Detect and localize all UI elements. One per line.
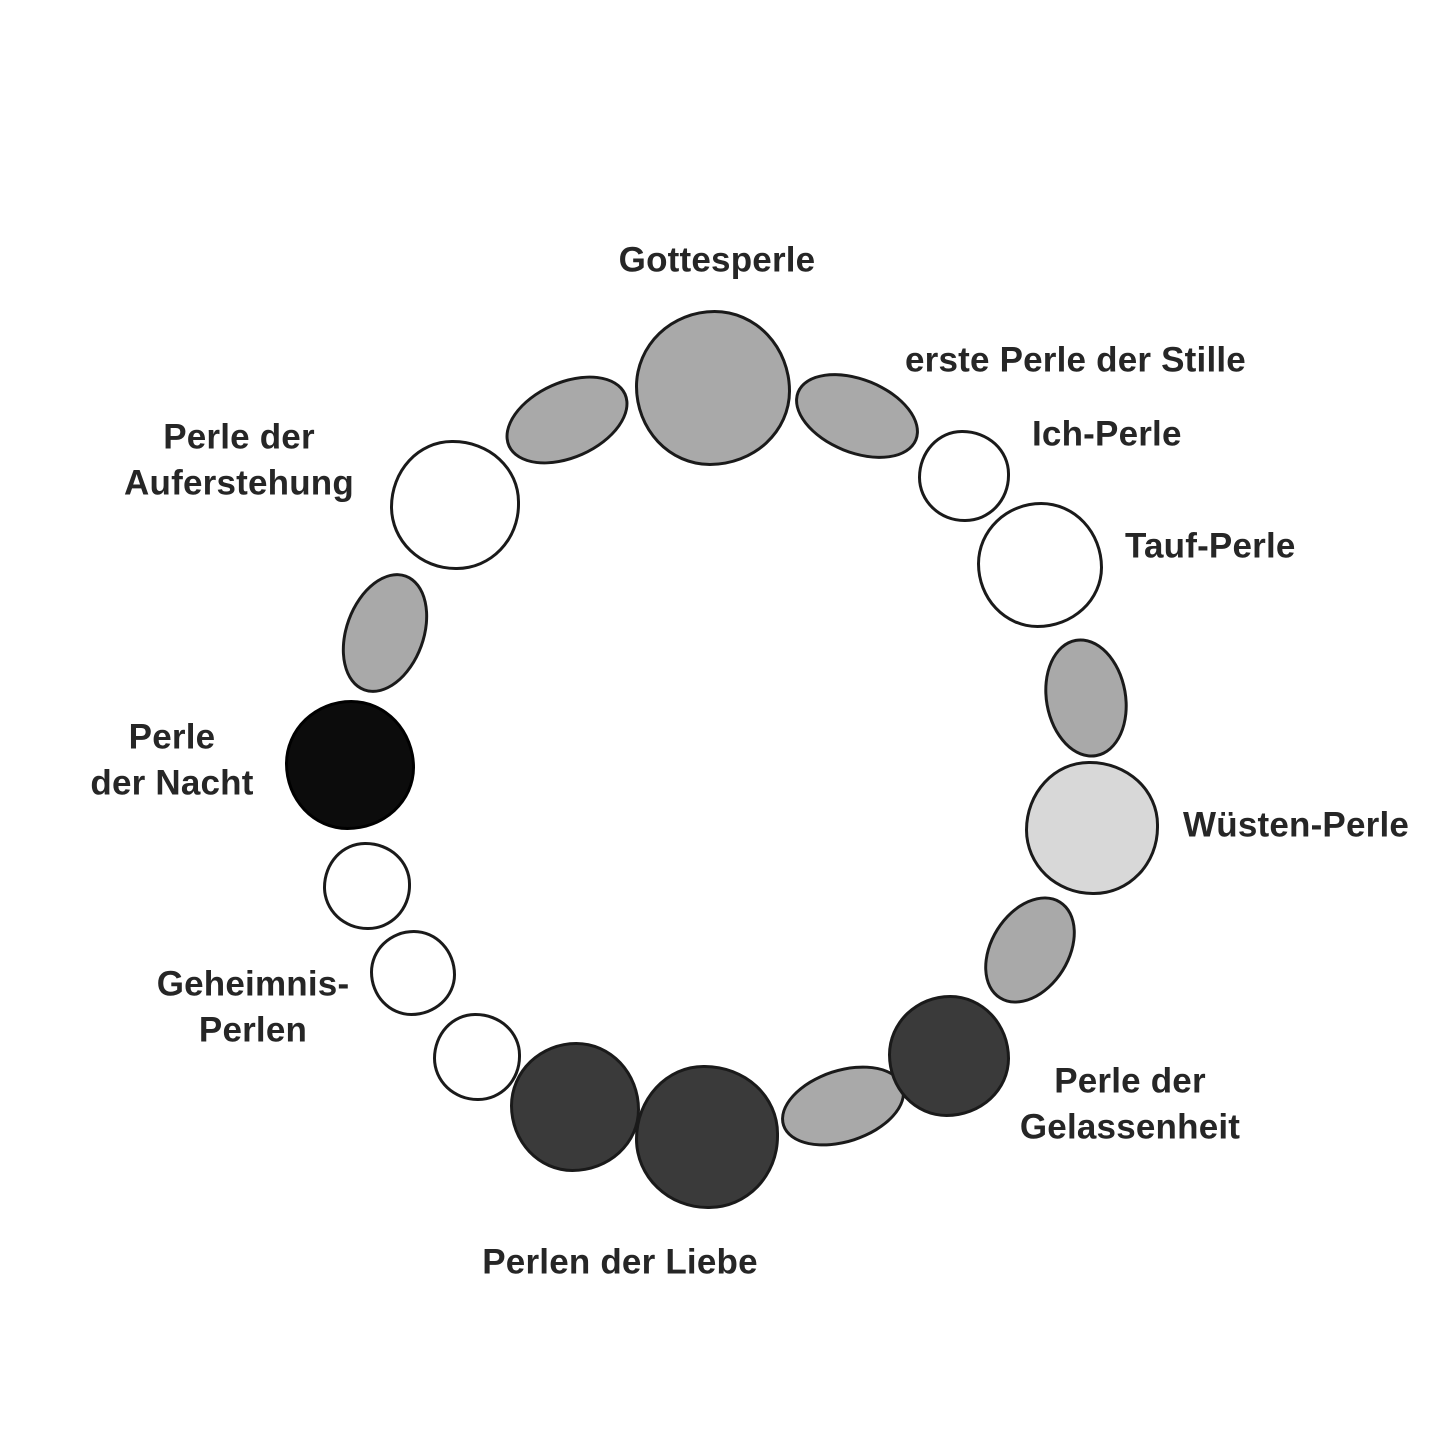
bead-stille-oval-2 (1035, 631, 1137, 765)
bead-auferstehung (390, 440, 520, 570)
bead-wuesten-perle (1025, 761, 1159, 895)
label-erste-perle-der-stille: erste Perle der Stille (905, 340, 1246, 380)
bead-gelassenheit (888, 995, 1010, 1117)
label-perlen-der-liebe: Perlen der Liebe (482, 1242, 758, 1282)
label-tauf-perle: Tauf-Perle (1125, 526, 1296, 566)
bead-ich-perle (918, 430, 1010, 522)
bead-geheimnis-2 (370, 930, 456, 1016)
bead-tauf-perle (977, 502, 1103, 628)
label-geheimnis-perlen: Geheimnis- Perlen (156, 964, 350, 1050)
bead-gottesperle (635, 310, 791, 466)
bead-geheimnis-1 (433, 1013, 521, 1101)
bead-geheimnis-3 (323, 842, 411, 930)
bead-stille-oval-6 (491, 357, 643, 483)
label-wuesten-perle: Wüsten-Perle (1183, 805, 1410, 845)
label-ich-perle: Ich-Perle (1032, 414, 1182, 454)
label-gottesperle: Gottesperle (618, 240, 816, 280)
label-perle-der-nacht: Perle der Nacht (90, 717, 254, 803)
bead-liebe-1 (635, 1065, 779, 1209)
label-perle-der-gelassenheit: Perle der Gelassenheit (1019, 1061, 1241, 1147)
bead-stille-oval-5 (326, 561, 444, 705)
bead-liebe-2 (510, 1042, 640, 1172)
label-perle-der-auferstehung: Perle der Auferstehung (124, 417, 354, 503)
bead-stille-oval-3 (965, 879, 1095, 1021)
bead-nacht (285, 700, 415, 830)
